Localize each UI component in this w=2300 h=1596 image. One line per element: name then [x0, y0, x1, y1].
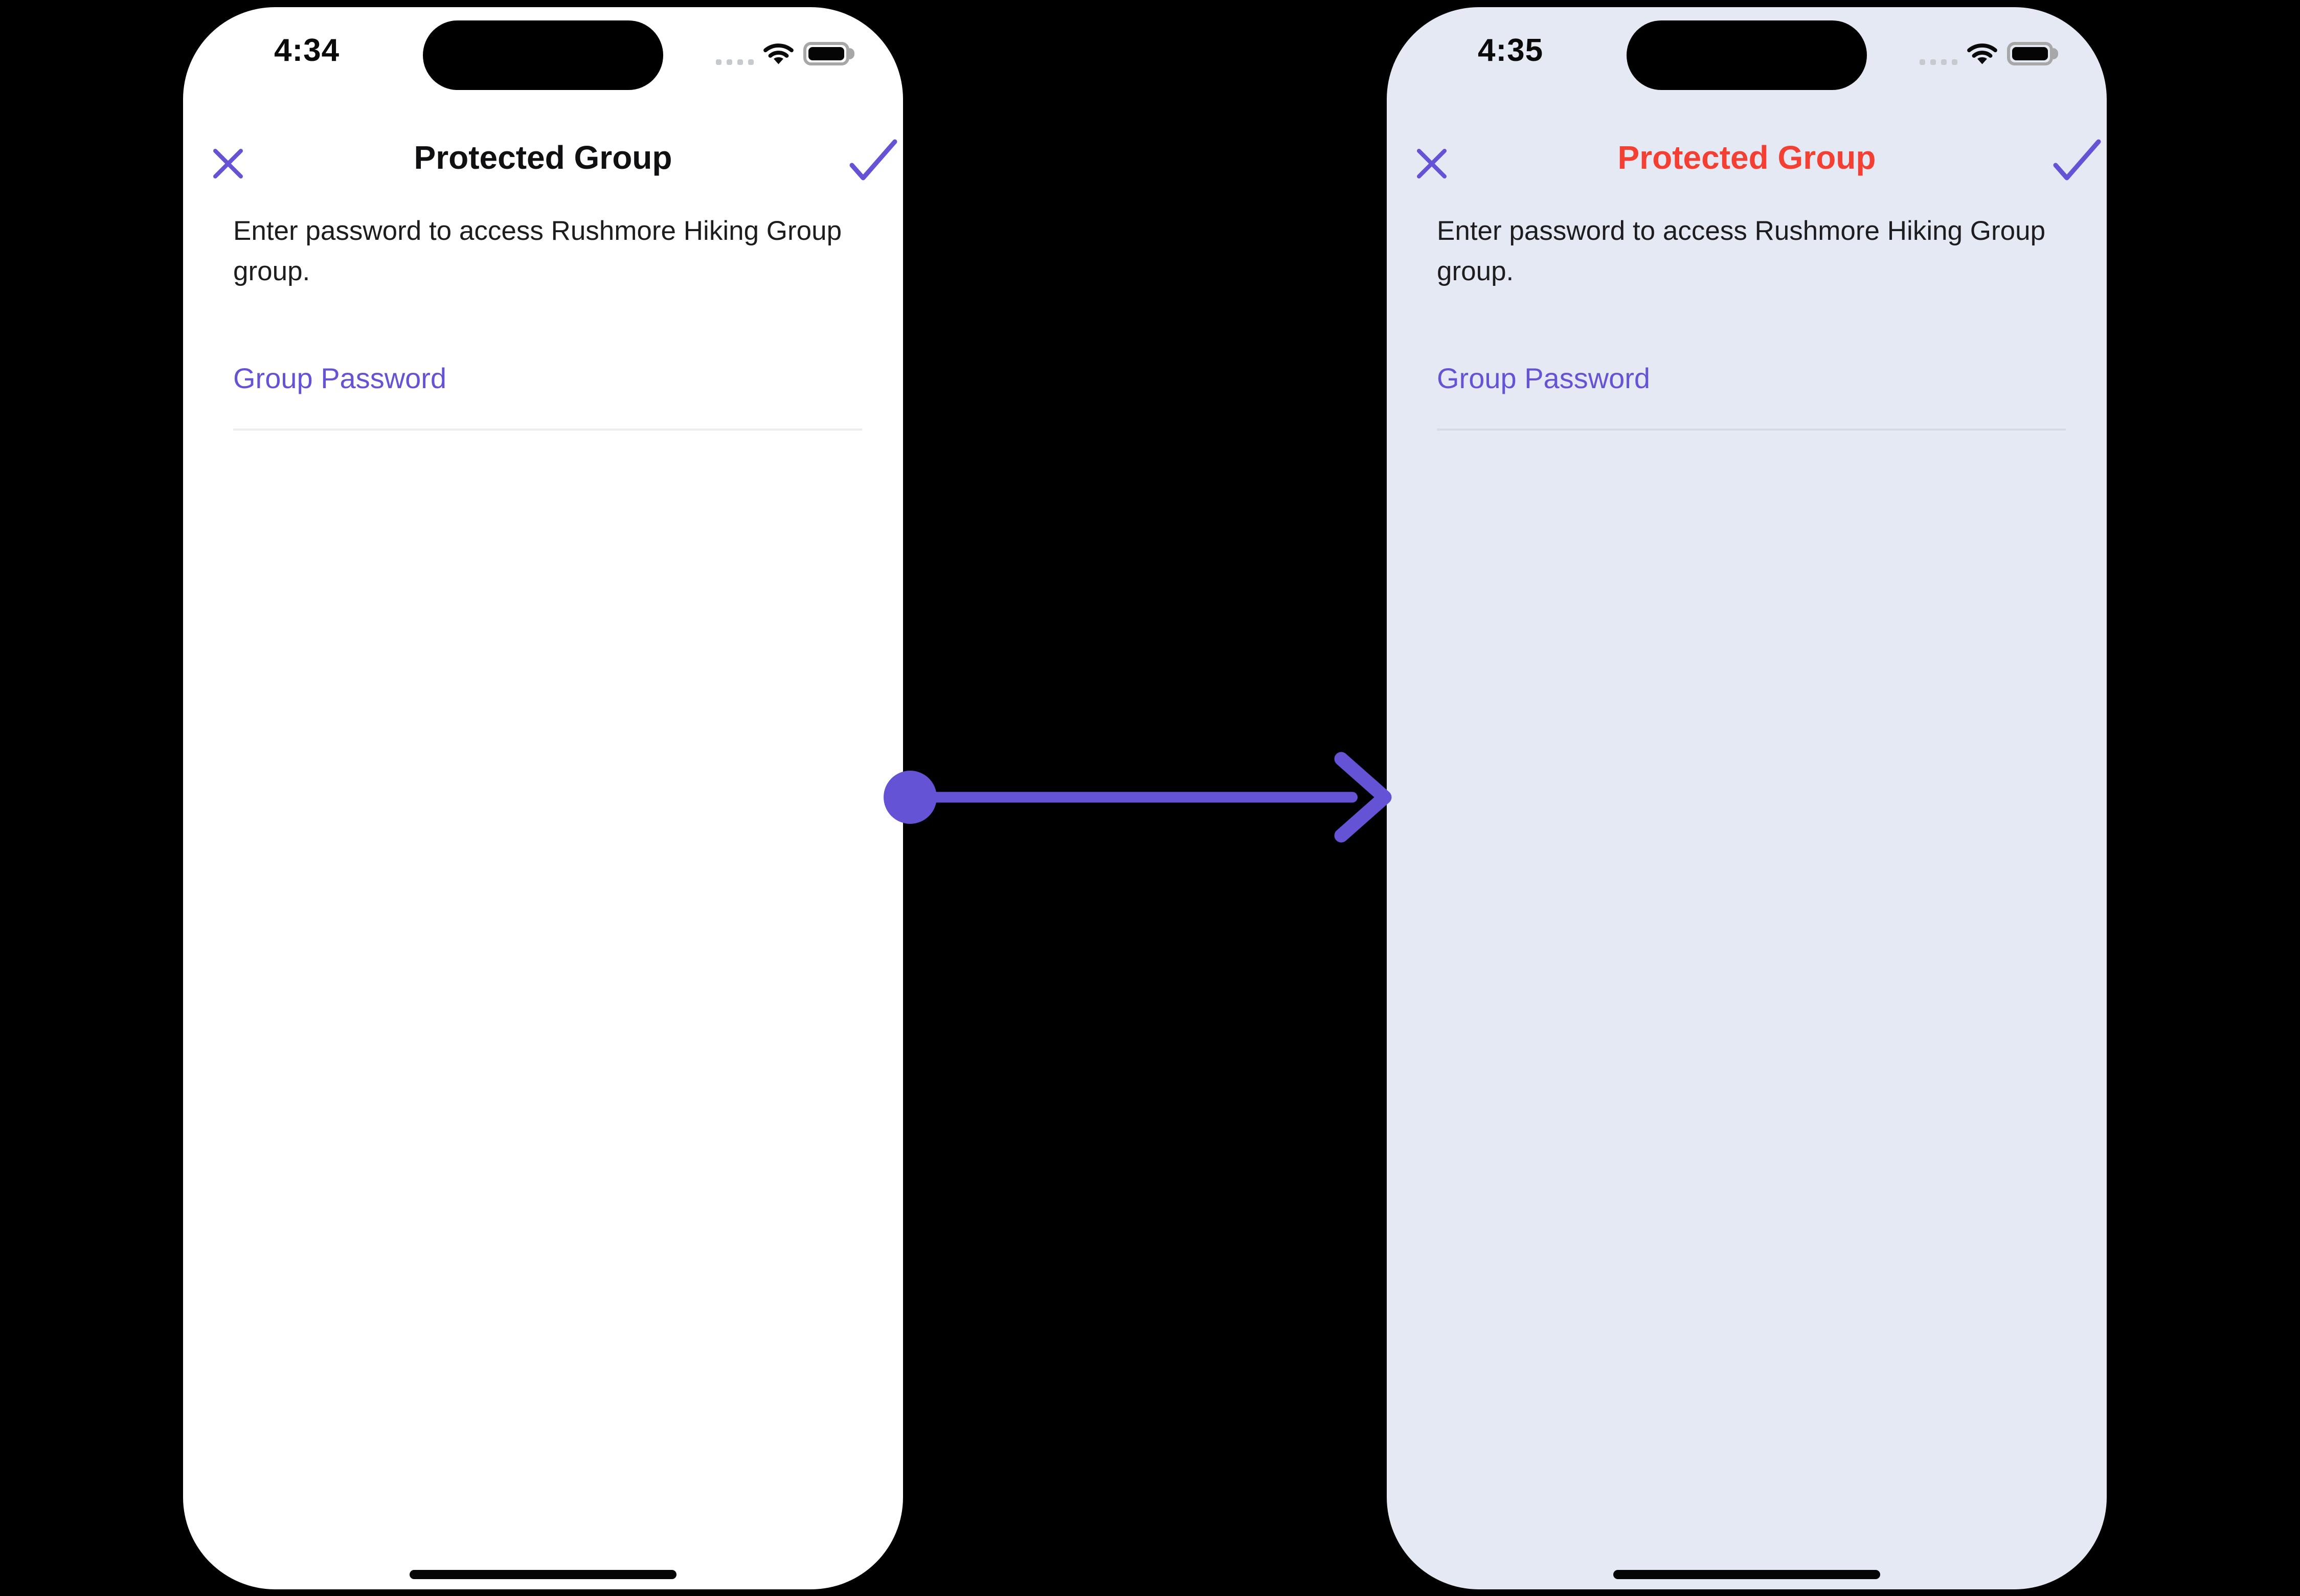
- cellular-signal-icon: [1920, 42, 1957, 65]
- phone-after: 4:35 Protected Group Enter password to a…: [1387, 7, 2107, 1589]
- status-icons: [716, 42, 854, 65]
- home-indicator[interactable]: [1613, 1570, 1880, 1579]
- status-time: 4:34: [274, 33, 340, 68]
- arrow-right-icon: [884, 752, 1392, 843]
- dynamic-island: [423, 20, 663, 90]
- close-icon[interactable]: [1415, 147, 1448, 180]
- group-password-field[interactable]: Group Password: [233, 364, 862, 436]
- battery-icon: [2007, 42, 2058, 65]
- group-password-label: Group Password: [233, 362, 447, 394]
- input-underline: [1437, 429, 2066, 431]
- status-icons: [1920, 42, 2058, 65]
- cellular-signal-icon: [716, 42, 754, 65]
- status-time: 4:35: [1478, 33, 1544, 68]
- page-title: Protected Group: [1617, 139, 1876, 176]
- home-indicator[interactable]: [410, 1570, 677, 1579]
- confirm-check-icon[interactable]: [2053, 138, 2102, 182]
- confirm-check-icon[interactable]: [849, 138, 898, 182]
- dynamic-island: [1627, 20, 1867, 90]
- description-text: Enter password to access Rushmore Hiking…: [233, 216, 842, 286]
- phone-before: 4:34 Protected Group Enter password to a…: [183, 7, 903, 1589]
- group-password-field[interactable]: Group Password: [1437, 364, 2066, 436]
- close-icon[interactable]: [212, 147, 244, 180]
- page-title: Protected Group: [414, 139, 672, 176]
- group-password-label: Group Password: [1437, 362, 1651, 394]
- wifi-icon: [1967, 43, 1997, 64]
- description-text: Enter password to access Rushmore Hiking…: [1437, 216, 2046, 286]
- battery-icon: [803, 42, 854, 65]
- wifi-icon: [763, 43, 794, 64]
- input-underline: [233, 429, 862, 431]
